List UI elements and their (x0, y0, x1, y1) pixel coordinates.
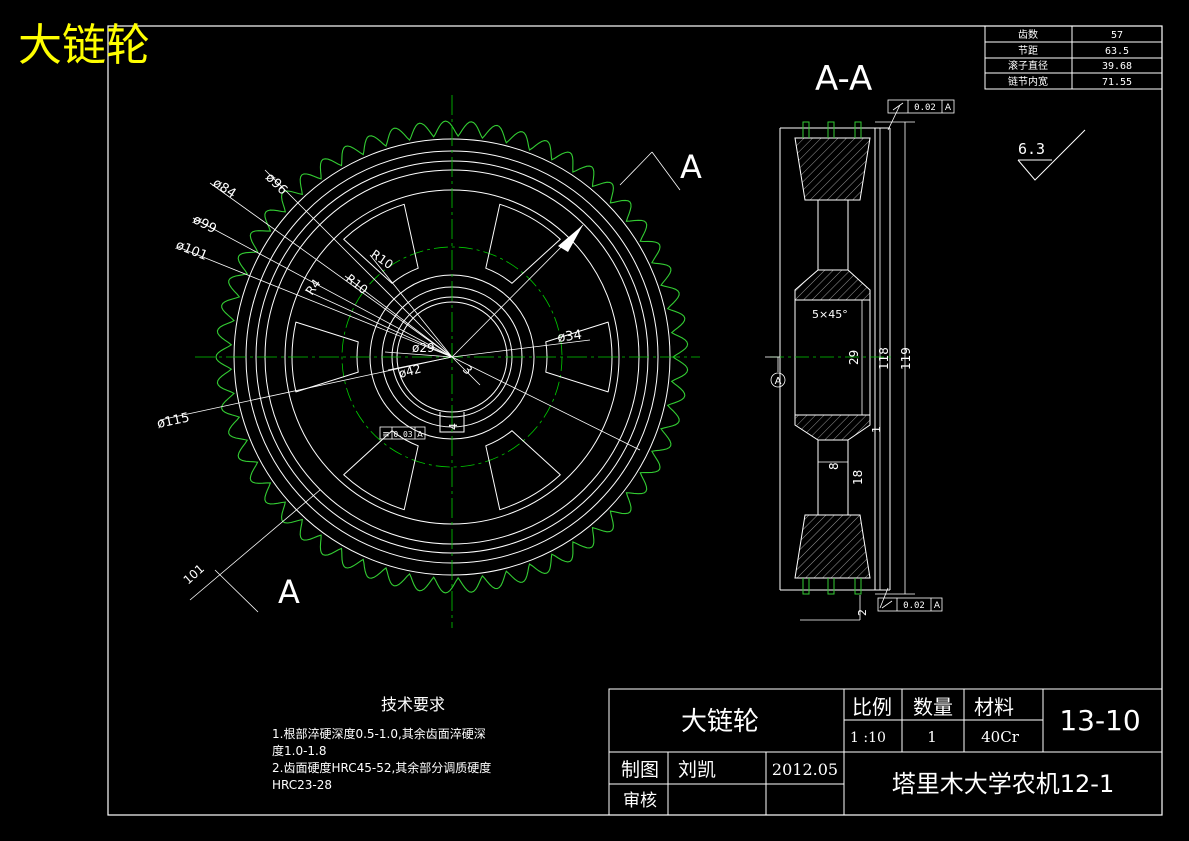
sprocket-teeth (215, 120, 689, 594)
dim-1: 1 (870, 426, 883, 433)
spoke-window (485, 203, 561, 284)
dim-d101: ø101 (174, 238, 210, 264)
dim-2: 2 (856, 609, 869, 616)
param-label-pitch: 节距 (1018, 45, 1038, 57)
param-label-width: 链节内宽 (1008, 75, 1048, 88)
tol-value: 0.03 (393, 430, 412, 439)
front-view: A A ø96 ø84 ø99 ø101 ø115 R10 R10 R4 ø34… (156, 95, 702, 628)
title-qty-value: 1 (927, 728, 937, 746)
tech-req-line-4: HRC23-28 (272, 778, 332, 792)
runout-bottom: 0.02 A (877, 597, 943, 612)
hatch-rim-top (794, 137, 871, 201)
dim-r4: R4 (303, 277, 324, 298)
runout-bottom-ref: A (934, 601, 941, 611)
runout-top-ref: A (945, 103, 952, 113)
dim-d96: ø96 (262, 170, 290, 198)
title-drawing-no: 13-10 (1059, 704, 1140, 737)
datum-label: A (775, 376, 782, 387)
tech-req-title: 技术要求 (381, 695, 445, 714)
tol-ref: A (417, 430, 423, 439)
dim-101-length: 101 (181, 561, 207, 587)
section-dim-lines (765, 104, 915, 621)
symmetry-tolerance: ≡ 0.03 A (379, 426, 426, 440)
tech-req-line-2: 度1.0-1.8 (272, 743, 327, 758)
spoke-window (343, 203, 419, 284)
spoke-windows (291, 203, 613, 511)
dim-d84: ø84 (210, 176, 239, 202)
spoke-window (545, 321, 613, 393)
params-table: 齿数 57 节距 63.5 滚子直径 39.68 链节内宽 71.55 (984, 25, 1163, 90)
dim-18: 18 (851, 470, 865, 485)
runout-top-value: 0.02 (914, 103, 936, 113)
dim-r10b: R10 (343, 271, 370, 297)
hatch-hub-top (794, 269, 871, 301)
title-drawn-by: 刘凯 (678, 759, 716, 781)
tech-requirements: 技术要求 1.根部淬硬深度0.5-1.0,其余齿面淬硬深 度1.0-1.8 2.… (272, 695, 491, 792)
title-drawn-label: 制图 (621, 759, 659, 781)
drawing-title: 大链轮 (18, 20, 150, 71)
param-label-teeth: 齿数 (1018, 28, 1038, 41)
chamfer-label: 5×45° (812, 308, 848, 321)
title-scale-value: 1 :10 (850, 730, 886, 746)
section-view: A-A (765, 59, 955, 621)
dim-3: 3 (460, 362, 475, 377)
runout-bottom-value: 0.02 (903, 601, 925, 611)
roughness-value: 6.3 (1018, 140, 1045, 158)
param-value-teeth: 57 (1111, 30, 1123, 41)
title-date: 2012.05 (772, 760, 838, 779)
title-part-name: 大链轮 (681, 707, 759, 737)
dim-r10a: R10 (368, 247, 395, 272)
dim-arrow (558, 225, 583, 252)
roughness-symbol: 6.3 (1017, 129, 1086, 181)
title-qty-label: 数量 (913, 695, 953, 719)
dim-d115: ø115 (156, 410, 191, 431)
param-value-pitch: 63.5 (1105, 46, 1129, 57)
param-label-roller: 滚子直径 (1008, 59, 1048, 72)
dim-d29: ø29 (412, 341, 435, 355)
title-block (608, 688, 1163, 816)
datum-circle (770, 372, 786, 388)
dim-d99: ø99 (190, 212, 219, 237)
title-material-label: 材料 (974, 695, 1014, 719)
tol-symbol: ≡ (382, 430, 390, 440)
spoke-window (485, 430, 561, 511)
dimension-lines (159, 151, 681, 613)
param-value-width: 71.55 (1102, 77, 1132, 88)
spoke-window (343, 430, 419, 511)
section-mark-top: A (680, 148, 702, 186)
dim-29: 29 (847, 350, 861, 365)
dim-119: 119 (899, 347, 913, 370)
title-scale-label: 比例 (852, 695, 892, 719)
section-mark-bottom: A (278, 573, 300, 611)
title-org: 塔里木大学农机12-1 (892, 770, 1114, 798)
dim-d34: ø34 (556, 328, 582, 346)
param-value-roller: 39.68 (1102, 61, 1132, 72)
dim-8: 8 (827, 462, 841, 470)
tech-req-line-1: 1.根部淬硬深度0.5-1.0,其余齿面淬硬深 (272, 726, 486, 741)
hatch-hub-bottom (794, 414, 871, 441)
dim-118: 118 (877, 347, 891, 370)
title-check-label: 审核 (623, 791, 657, 811)
dim-d42: ø42 (397, 362, 422, 381)
runout-top: 0.02 A (887, 99, 955, 114)
section-title: A-A (815, 59, 872, 99)
tech-req-line-3: 2.齿面硬度HRC45-52,其余部分调质硬度 (272, 760, 491, 775)
hatch-rim-bottom (794, 514, 871, 579)
section-teeth (802, 121, 862, 595)
spoke-window (291, 321, 359, 393)
dim-key: 4 (447, 423, 460, 430)
title-material-value: 40Cr (981, 728, 1020, 746)
